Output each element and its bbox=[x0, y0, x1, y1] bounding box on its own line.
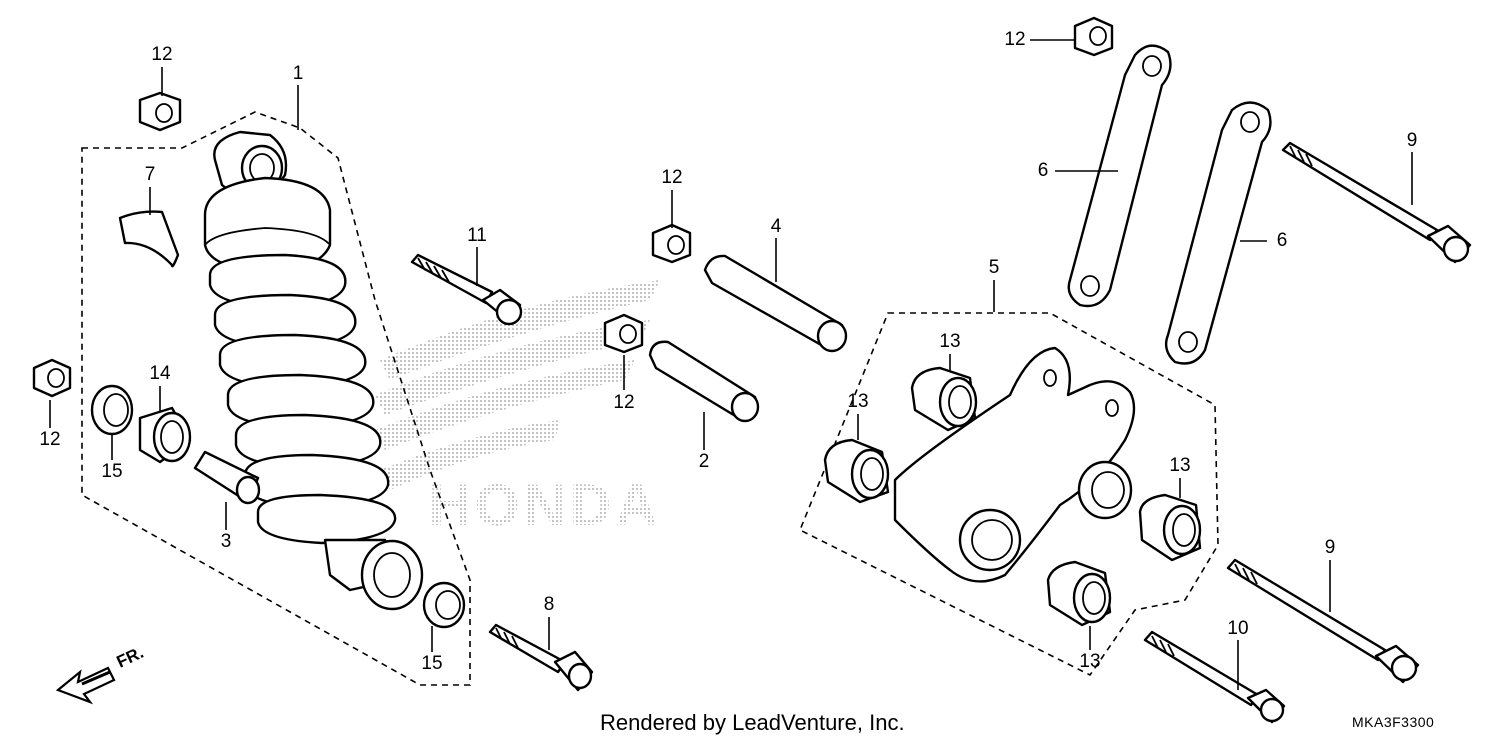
pivot-arm[interactable] bbox=[893, 346, 1136, 583]
link-rod[interactable] bbox=[1067, 44, 1172, 308]
needle-bearing-13[interactable] bbox=[910, 366, 978, 432]
collar-short[interactable] bbox=[648, 340, 760, 423]
flange-nut[interactable] bbox=[651, 223, 692, 264]
needle-bearing-13[interactable] bbox=[1138, 493, 1202, 562]
callout-4[interactable]: 4 bbox=[771, 216, 782, 237]
socket-bolt-10[interactable] bbox=[1143, 630, 1286, 724]
callout-14[interactable]: 14 bbox=[149, 363, 171, 384]
callout-9-upper[interactable]: 9 bbox=[1407, 130, 1418, 151]
callout-6-upper[interactable]: 6 bbox=[1038, 160, 1049, 181]
needle-bearing-13[interactable] bbox=[1046, 560, 1112, 627]
collar[interactable] bbox=[193, 450, 261, 505]
callout-1[interactable]: 1 bbox=[293, 63, 304, 84]
callouts: 1 2 3 4 5 6 6 7 8 9 9 10 11 12 12 12 12 … bbox=[39, 29, 1417, 674]
callout-12-top-left[interactable]: 12 bbox=[151, 44, 172, 65]
needle-bearing[interactable] bbox=[138, 406, 192, 464]
flange-nut[interactable] bbox=[1073, 16, 1114, 57]
callout-12-center-top[interactable]: 12 bbox=[661, 167, 682, 188]
flange-nut[interactable] bbox=[32, 358, 72, 398]
leader-lines bbox=[49, 39, 1413, 690]
long-bolt[interactable] bbox=[1226, 558, 1420, 684]
callout-7[interactable]: 7 bbox=[145, 164, 156, 185]
flange-bolt[interactable] bbox=[488, 623, 594, 692]
front-direction-arrow: FR. bbox=[55, 643, 147, 705]
callout-11[interactable]: 11 bbox=[467, 225, 487, 246]
credit-text: Rendered by LeadVenture, Inc. bbox=[600, 710, 905, 735]
callout-15-left[interactable]: 15 bbox=[101, 461, 122, 482]
pivot-arm-assembly-outline bbox=[798, 312, 1219, 677]
honda-wing-watermark bbox=[375, 280, 660, 490]
callout-9-lower[interactable]: 9 bbox=[1325, 537, 1336, 558]
callout-6-lower[interactable]: 6 bbox=[1277, 230, 1288, 251]
callout-3[interactable]: 3 bbox=[221, 531, 232, 552]
callout-13-top[interactable]: 13 bbox=[939, 331, 960, 352]
dust-seal[interactable] bbox=[422, 581, 466, 629]
flange-nut[interactable] bbox=[603, 313, 644, 354]
callout-2[interactable]: 2 bbox=[699, 451, 710, 472]
shock-assembly-outline bbox=[81, 111, 471, 686]
callout-12-left[interactable]: 12 bbox=[39, 429, 60, 450]
link-rod[interactable] bbox=[1164, 101, 1272, 365]
callout-8[interactable]: 8 bbox=[544, 594, 555, 615]
callout-15-bottom[interactable]: 15 bbox=[421, 653, 442, 674]
socket-bolt[interactable] bbox=[410, 253, 523, 326]
callout-12-top-right[interactable]: 12 bbox=[1004, 29, 1025, 50]
callout-13-bottom[interactable]: 13 bbox=[1079, 651, 1100, 672]
callout-13-right[interactable]: 13 bbox=[1169, 455, 1190, 476]
flange-nut[interactable] bbox=[138, 91, 182, 132]
honda-watermark-text: HONDA bbox=[429, 473, 662, 538]
callout-5[interactable]: 5 bbox=[989, 257, 1000, 278]
collar-long[interactable] bbox=[703, 254, 848, 353]
caution-label[interactable] bbox=[118, 210, 180, 268]
callout-10[interactable]: 10 bbox=[1227, 618, 1248, 639]
callout-12-center[interactable]: 12 bbox=[613, 392, 634, 413]
shock-absorber[interactable] bbox=[203, 130, 424, 611]
needle-bearing-13[interactable] bbox=[823, 438, 890, 504]
long-bolt[interactable] bbox=[1281, 141, 1472, 264]
callout-13-left[interactable]: 13 bbox=[847, 391, 868, 412]
front-arrow-label: FR. bbox=[114, 643, 147, 672]
dust-seal[interactable] bbox=[90, 384, 134, 436]
diagram-code: MKA3F3300 bbox=[1352, 714, 1435, 730]
